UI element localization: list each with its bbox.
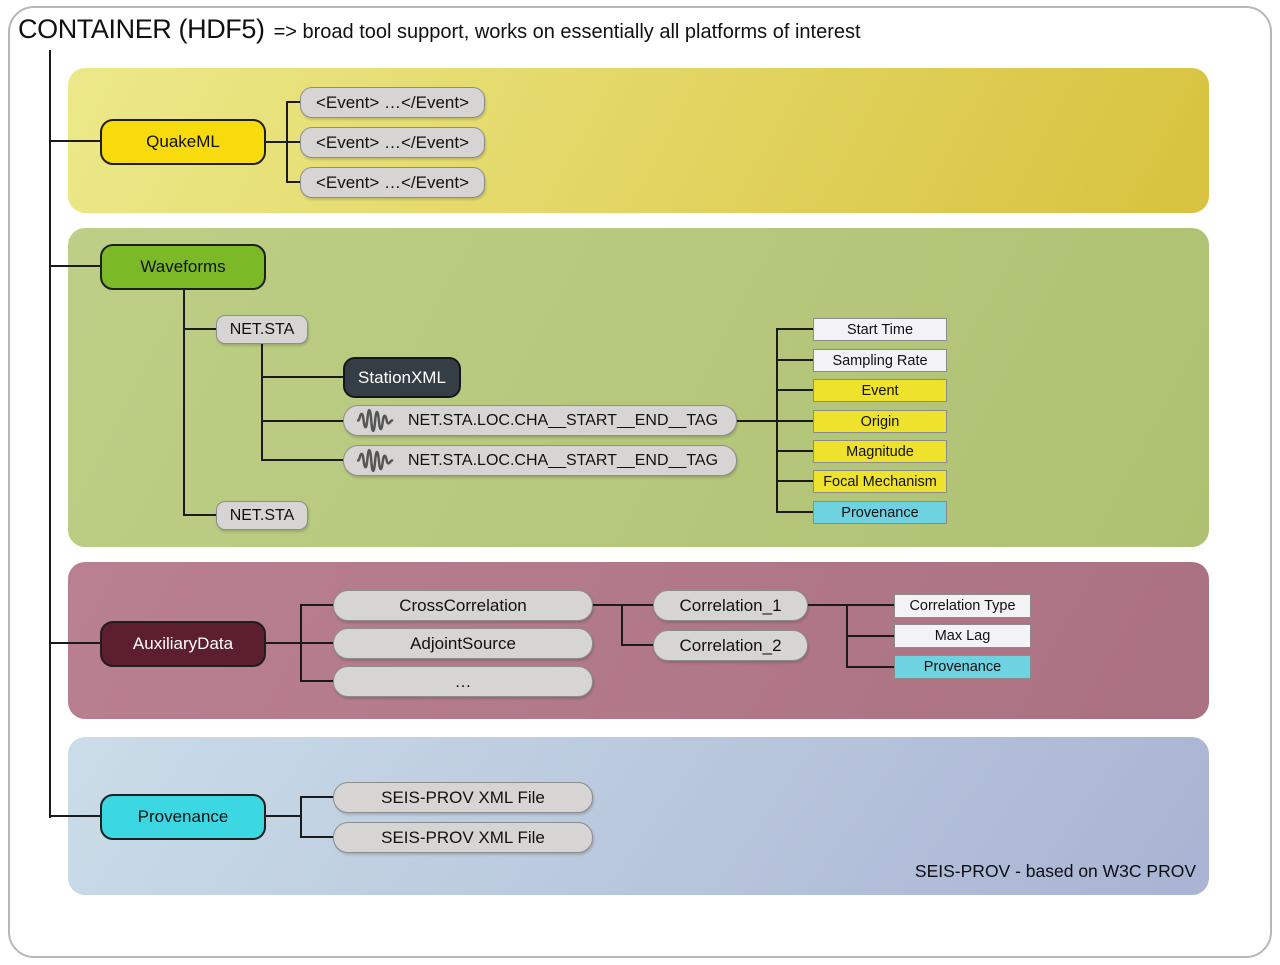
title-subtitle: => broad tool support, works on essentia…: [273, 21, 861, 43]
event-box-3: <Event> …</Event>: [300, 167, 485, 198]
connector-line: [49, 642, 100, 644]
connector-line: [261, 376, 343, 378]
connector-line: [266, 815, 302, 817]
attr-provenance: Provenance: [813, 501, 947, 524]
connector-line: [776, 511, 813, 513]
net-sta-box-1: NET.STA: [216, 315, 308, 344]
slide-border: [8, 6, 1272, 958]
connector-line: [183, 328, 216, 330]
seis-prov-file-box-1: SEIS-PROV XML File: [333, 782, 593, 813]
adjointsource-box: AdjointSource: [333, 628, 593, 659]
connector-line: [808, 604, 848, 606]
attr-correlation-type: Correlation Type: [894, 594, 1031, 618]
connector-line: [183, 514, 216, 516]
correlation-2-box: Correlation_2: [653, 630, 808, 661]
connector-line: [776, 480, 813, 482]
connector-line: [300, 642, 333, 644]
connector-line: [49, 815, 100, 817]
waveform-icon: [357, 408, 395, 433]
trace-box-2: NET.STA.LOC.CHA__START__END__TAG: [343, 445, 737, 476]
connector-line: [846, 604, 894, 606]
attr-focal-mechanism: Focal Mechanism: [813, 470, 947, 493]
stationxml-node: StationXML: [343, 357, 461, 398]
connector-line: [261, 344, 263, 460]
connector-line: [266, 141, 288, 143]
connector-line: [776, 389, 813, 391]
seis-prov-file-box-2: SEIS-PROV XML File: [333, 822, 593, 853]
event-box-2: <Event> …</Event>: [300, 127, 485, 158]
correlation-1-box: Correlation_1: [653, 590, 808, 621]
crosscorrelation-box: CrossCorrelation: [333, 590, 593, 621]
connector-line: [300, 680, 333, 682]
ellipsis-box: …: [333, 666, 593, 697]
waveform-icon: [357, 448, 395, 473]
title-main: CONTAINER (HDF5): [18, 14, 265, 44]
connector-line: [621, 644, 653, 646]
connector-line: [737, 420, 778, 422]
connector-line: [49, 140, 100, 142]
seis-prov-note: SEIS-PROV - based on W3C PROV: [914, 861, 1196, 881]
trace-label: NET.STA.LOC.CHA__START__END__TAG: [408, 451, 719, 469]
waveforms-node: Waveforms: [100, 244, 266, 290]
attr-provenance-aux: Provenance: [894, 655, 1031, 679]
trace-label: NET.STA.LOC.CHA__START__END__TAG: [408, 411, 719, 429]
connector-line: [183, 290, 185, 516]
connector-line: [300, 604, 333, 606]
connector-line: [266, 642, 302, 644]
auxiliarydata-node: AuxiliaryData: [100, 621, 266, 667]
connector-line: [261, 459, 343, 461]
connector-line: [286, 181, 300, 183]
attr-event: Event: [813, 379, 947, 402]
connector-line: [261, 420, 343, 422]
connector-line: [621, 604, 623, 646]
connector-line: [846, 666, 894, 668]
attr-start-time: Start Time: [813, 318, 947, 341]
connector-line: [776, 359, 813, 361]
connector-line: [593, 604, 653, 606]
net-sta-box-2: NET.STA: [216, 501, 308, 530]
provenance-node: Provenance: [100, 794, 266, 840]
connector-line: [776, 420, 813, 422]
quakeml-node: QuakeML: [100, 119, 266, 165]
page-title: CONTAINER (HDF5) => broad tool support, …: [18, 14, 861, 45]
connector-line: [286, 101, 300, 103]
connector-line: [776, 450, 813, 452]
attr-max-lag: Max Lag: [894, 624, 1031, 648]
attr-sampling-rate: Sampling Rate: [813, 349, 947, 372]
connector-line: [300, 836, 333, 838]
connector-line: [300, 796, 302, 838]
connector-line: [776, 328, 813, 330]
connector-line: [49, 265, 100, 267]
event-box-1: <Event> …</Event>: [300, 87, 485, 118]
connector-line: [300, 796, 333, 798]
connector-line: [286, 141, 300, 143]
attr-magnitude: Magnitude: [813, 440, 947, 463]
root-spine-line: [49, 50, 51, 818]
attr-origin: Origin: [813, 410, 947, 433]
connector-line: [846, 635, 894, 637]
trace-box-1: NET.STA.LOC.CHA__START__END__TAG: [343, 405, 737, 436]
